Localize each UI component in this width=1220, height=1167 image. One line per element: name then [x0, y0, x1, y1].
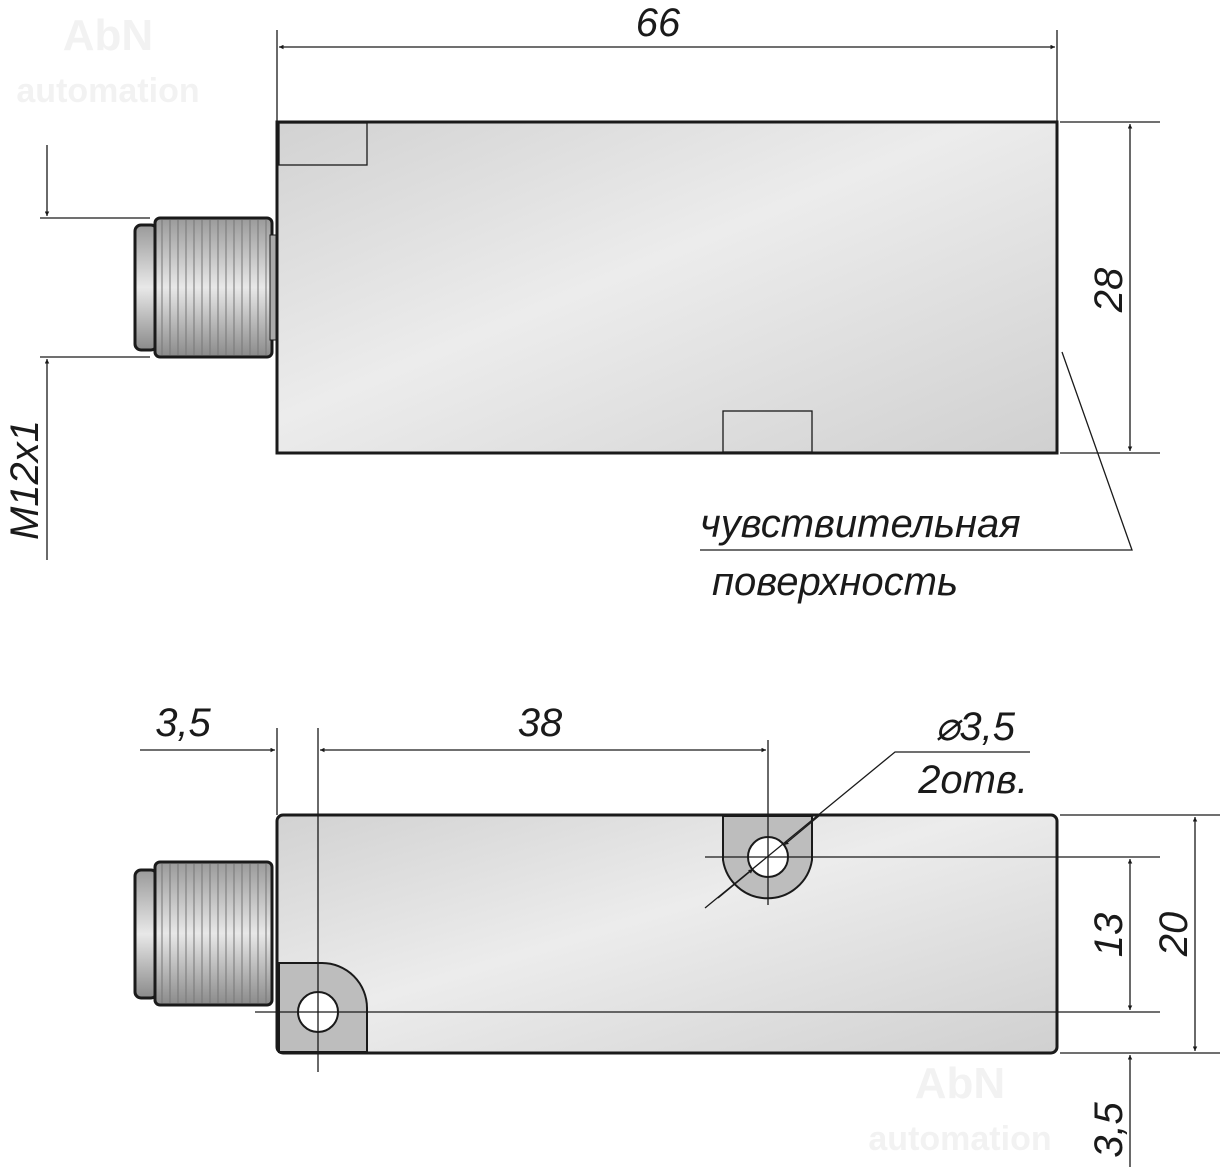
svg-text:28: 28 — [1087, 267, 1131, 313]
svg-text:AbN: AbN — [63, 11, 153, 60]
svg-text:13: 13 — [1087, 913, 1131, 958]
top-view: 66 28 M12x1 чувствительная поверхность — [3, 1, 1160, 604]
watermark-bottom: AbN automation — [868, 1059, 1051, 1158]
connector-bottom — [133, 860, 274, 1007]
dimension-hole-spacing: 38 — [320, 701, 766, 753]
sensing-surface-callout: чувствительная поверхность — [700, 351, 1133, 604]
svg-text:automation: automation — [16, 72, 199, 110]
dimension-bottom-offset: 3,5 — [1087, 1055, 1133, 1167]
mount-tab-bottom — [722, 410, 813, 453]
svg-text:3,5: 3,5 — [1087, 1101, 1131, 1157]
svg-text:⌀3,5: ⌀3,5 — [935, 705, 1015, 749]
svg-text:поверхность: поверхность — [712, 560, 958, 604]
sensor-body-bottom — [275, 813, 1059, 1055]
dimension-width: 66 — [276, 1, 1058, 122]
dimension-hole-height: 13 — [1087, 859, 1133, 1010]
dimension-body-height: 20 — [1152, 817, 1198, 1051]
svg-text:3,5: 3,5 — [155, 701, 211, 745]
svg-text:AbN: AbN — [915, 1059, 1005, 1108]
bottom-view: 3,5 38 ⌀3,5 2отв. 13 20 3,5 — [133, 701, 1220, 1167]
dimension-offset: 3,5 — [140, 701, 275, 753]
svg-text:automation: automation — [868, 1120, 1051, 1158]
connector-top — [133, 216, 279, 359]
svg-text:M12x1: M12x1 — [3, 420, 47, 540]
mount-tab-top-left — [278, 122, 368, 166]
svg-text:2отв.: 2отв. — [917, 758, 1028, 802]
dimension-height: 28 — [1060, 121, 1160, 454]
dimension-thread: M12x1 — [3, 145, 150, 560]
svg-text:66: 66 — [636, 1, 681, 45]
svg-text:38: 38 — [518, 701, 563, 745]
sensor-body-top — [275, 120, 1059, 455]
svg-text:чувствительная: чувствительная — [700, 502, 1021, 546]
svg-text:20: 20 — [1152, 912, 1196, 958]
watermark-top: AbN automation — [16, 11, 199, 110]
dimension-hole-diameter: ⌀3,5 2отв. — [704, 705, 1030, 909]
